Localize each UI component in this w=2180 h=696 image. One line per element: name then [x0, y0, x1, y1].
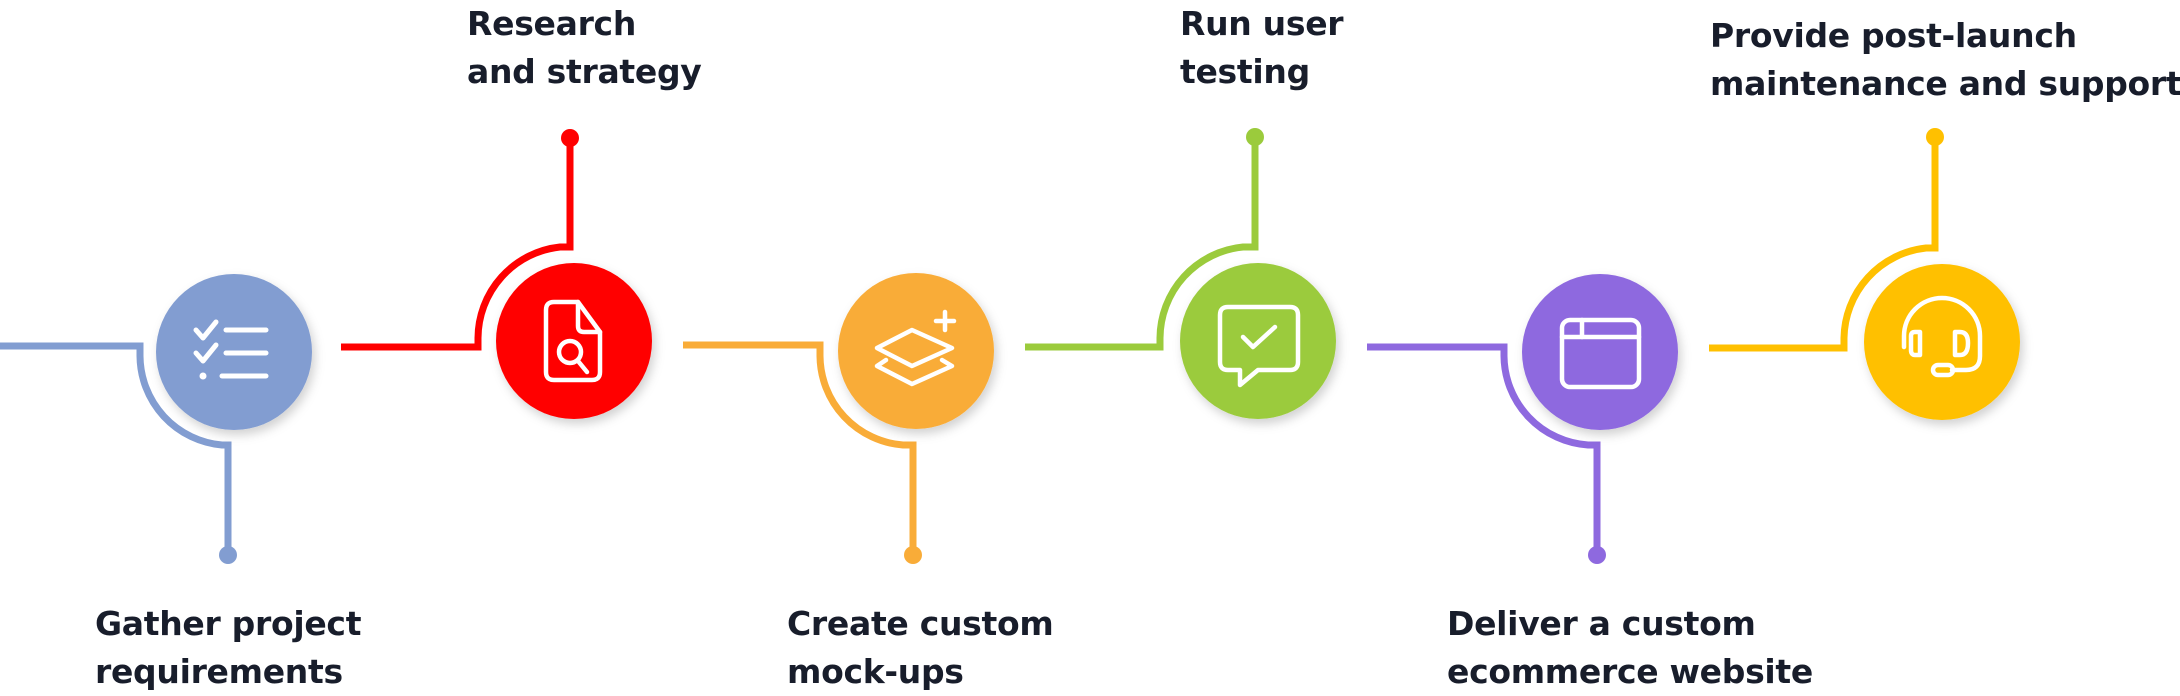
step-4: [1025, 128, 1336, 419]
step-1-connector: [0, 342, 232, 555]
chat-check-icon: [1217, 304, 1301, 388]
step-6-node: [1864, 264, 2020, 420]
step-6: [1709, 128, 2020, 420]
layers-add-icon: [874, 309, 957, 387]
document-search-icon: [543, 299, 603, 383]
step-3-node: [838, 273, 994, 429]
step-4-label: Run user testing: [1180, 0, 1344, 96]
step-5-node: [1522, 274, 1678, 430]
step-5-label: Deliver a custom ecommerce website: [1447, 600, 1813, 696]
step-3-label: Create custom mock-ups: [787, 600, 1054, 696]
step-2: [341, 129, 652, 419]
step-2-label-line-1: Research: [467, 4, 637, 43]
step-3-endpoint-dot: [904, 546, 922, 564]
step-1-label: Gather project requirements: [95, 600, 361, 696]
checklist-icon: [193, 319, 269, 380]
step-5-endpoint-dot: [1588, 546, 1606, 564]
step-2-label: Research and strategy: [467, 0, 702, 96]
step-5-label-line-2: ecommerce website: [1447, 652, 1813, 691]
headset-icon: [1901, 295, 1983, 378]
step-1: [0, 274, 312, 564]
step-3: [683, 273, 994, 564]
step-2-endpoint-dot: [561, 129, 579, 147]
step-6-label: Provide post-launch maintenance and supp…: [1710, 12, 2180, 108]
step-5: [1367, 274, 1678, 564]
step-6-label-line-1: Provide post-launch: [1710, 16, 2077, 55]
step-3-label-line-1: Create custom: [787, 604, 1054, 643]
step-6-label-line-2: maintenance and support: [1710, 64, 2180, 103]
step-2-label-line-2: and strategy: [467, 52, 702, 91]
step-4-label-line-1: Run user: [1180, 4, 1344, 43]
step-3-connector: [683, 341, 917, 555]
step-4-label-line-2: testing: [1180, 52, 1310, 91]
step-1-label-line-1: Gather project: [95, 604, 362, 643]
step-3-label-line-2: mock-ups: [787, 652, 964, 691]
step-1-label-line-2: requirements: [95, 652, 343, 691]
step-4-endpoint-dot: [1246, 128, 1264, 146]
step-4-connector: [1025, 137, 1259, 351]
step-5-label-line-1: Deliver a custom: [1447, 604, 1756, 643]
step-6-connector: [1709, 137, 1939, 352]
step-1-endpoint-dot: [219, 546, 237, 564]
step-6-endpoint-dot: [1926, 128, 1944, 146]
browser-window-icon: [1559, 317, 1642, 390]
step-5-connector: [1367, 343, 1601, 555]
step-2-connector: [341, 138, 574, 351]
